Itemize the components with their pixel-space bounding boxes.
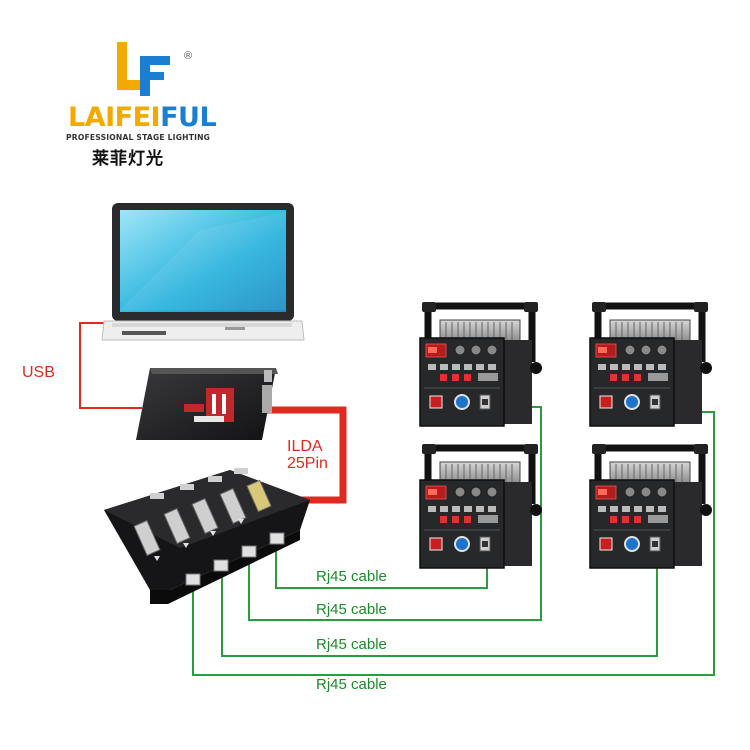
lf-logo-icon [117, 42, 170, 96]
brand-chinese-name: 莱菲灯光 [92, 149, 164, 169]
rj45-label-3: Rj45 cable [316, 636, 387, 653]
rj45-label-1: Rj45 cable [316, 568, 387, 585]
usb-controller-box-icon [136, 368, 278, 440]
ilda-label-line1: ILDA [287, 438, 323, 455]
ilda-label: ILDA 25Pin [287, 438, 328, 472]
laptop-icon [101, 203, 305, 341]
brand-tagline: PROFESSIONAL STAGE LIGHTING [66, 133, 211, 142]
brand-logo: ® LAIFEIFUL PROFESSIONAL STAGE LIGHTING … [60, 40, 220, 169]
rj45-cable-3 [221, 548, 658, 657]
laser-projector-icon [590, 302, 712, 426]
brand-name-part1: LAIFEI [68, 102, 161, 133]
usb-cable [79, 322, 142, 409]
rj45-splitter-hub-icon [104, 468, 310, 604]
ilda-cable [262, 406, 347, 504]
laser-projector-icon [590, 444, 712, 568]
ilda-label-line2: 25Pin [287, 455, 328, 472]
registered-mark: ® [184, 50, 193, 62]
laser-projector-icon [420, 444, 542, 568]
rj45-label-4: Rj45 cable [316, 676, 387, 693]
brand-name-part2: FUL [160, 102, 217, 133]
brand-name: LAIFEIFUL [68, 102, 217, 133]
laser-projector-icon [420, 302, 542, 426]
rj45-label-2: Rj45 cable [316, 601, 387, 618]
usb-label: USB [22, 364, 55, 381]
